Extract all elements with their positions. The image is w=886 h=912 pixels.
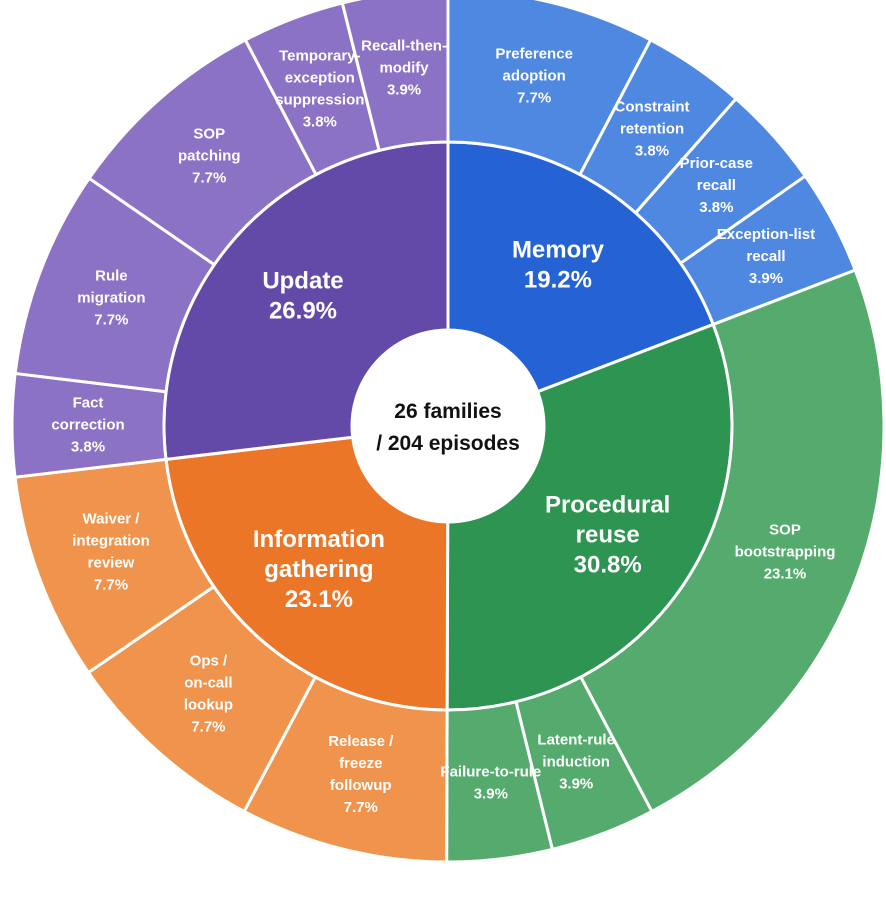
center-label-families: 26 families xyxy=(394,400,501,423)
center-hole xyxy=(352,330,544,522)
outer-segment-recall-then-modify xyxy=(340,0,450,152)
chart-segments xyxy=(10,0,886,864)
outer-segment-sop-bootstrapping xyxy=(579,268,886,813)
center-label-episodes: / 204 episodes xyxy=(376,432,520,455)
